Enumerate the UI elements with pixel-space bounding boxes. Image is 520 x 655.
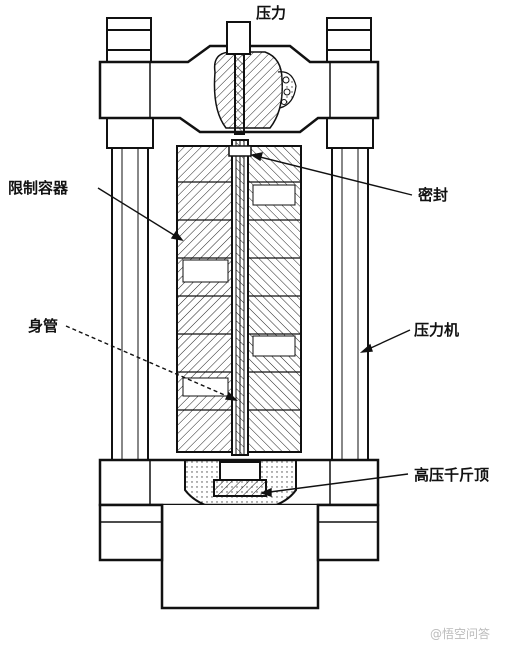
pressure-rod bbox=[226, 21, 251, 135]
central-tube bbox=[231, 139, 249, 456]
label-tube: 身管 bbox=[28, 317, 58, 335]
label-container: 限制容器 bbox=[8, 179, 69, 197]
top-plunger bbox=[213, 51, 297, 129]
base-block bbox=[98, 503, 380, 610]
label-press: 压力机 bbox=[414, 321, 459, 339]
seal bbox=[228, 145, 252, 157]
label-seal: 密封 bbox=[418, 186, 448, 204]
leader-lines bbox=[65, 152, 413, 497]
watermark: @悟空问答 bbox=[430, 626, 490, 641]
label-pressure: 压力 bbox=[256, 4, 286, 22]
label-jack: 高压千斤顶 bbox=[414, 466, 489, 484]
high-pressure-jack bbox=[184, 459, 297, 514]
